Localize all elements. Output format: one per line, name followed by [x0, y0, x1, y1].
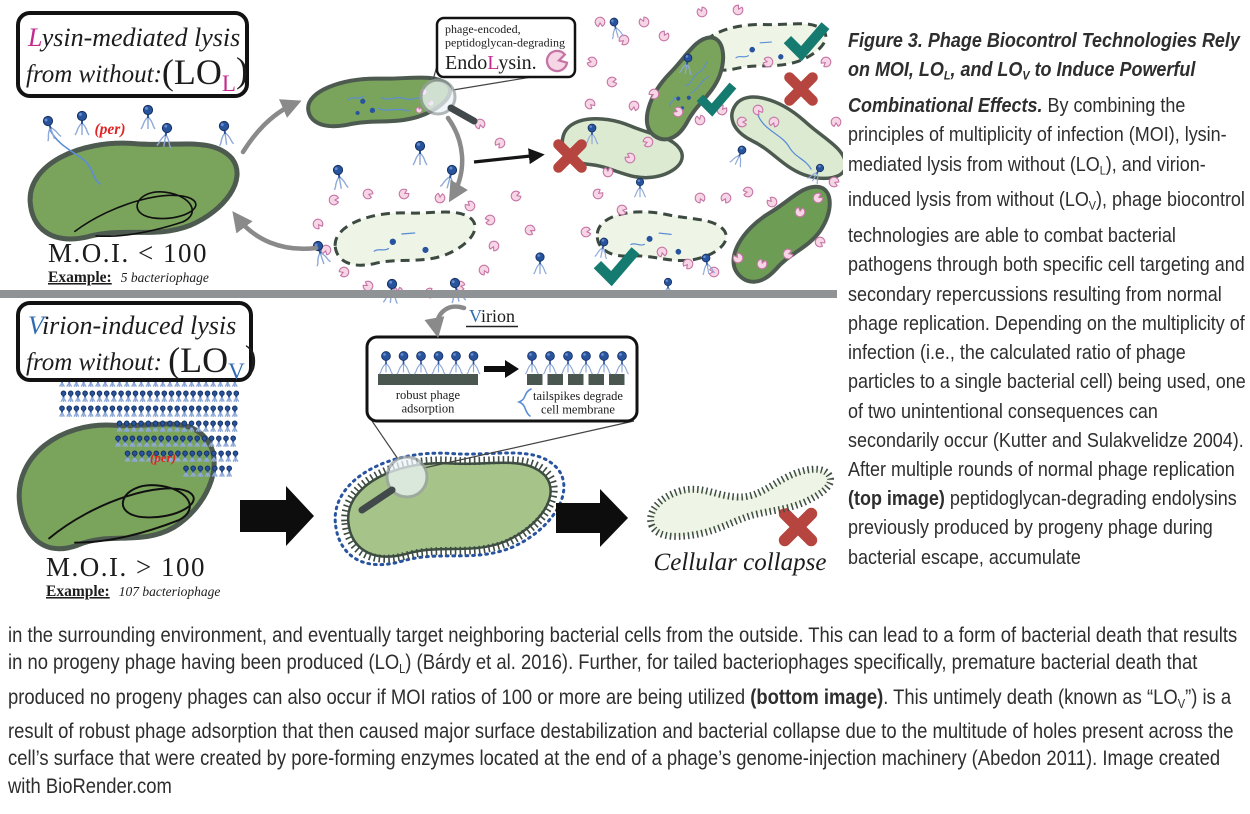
green-cell: [27, 140, 240, 242]
tailspike-squiggle: [516, 388, 532, 417]
svg-text:Virion-induced lysis: Virion-induced lysis: [28, 311, 236, 340]
per-label-bottom: (per): [150, 450, 176, 465]
green-cell: [306, 75, 452, 129]
figure-caption-bottom: in the surrounding environment, and even…: [8, 624, 1238, 798]
per-label-top: (per): [95, 121, 126, 138]
moi-top-labels: M.O.I. < 100 Example:5 bacteriophage: [48, 238, 209, 286]
lol-title-box: Lysin-mediated lysis from without:(LOL): [16, 11, 249, 98]
svg-text:tailspikes degrade: tailspikes degrade: [533, 389, 623, 403]
diagram-canvas: (per) Lysin-mediated lysis from without:…: [0, 3, 843, 600]
moi-bottom-labels: M.O.I. > 100 Example:107 bacteriophage: [46, 552, 220, 600]
pale-cell: [730, 95, 843, 181]
cross-icon: [785, 514, 811, 540]
figure-caption-side: Figure 3. Phage Biocontrol Technologies …: [848, 29, 1246, 569]
lysed-cell: [595, 210, 728, 262]
svg-text:phage-encoded,: phage-encoded,: [445, 22, 521, 36]
svg-text:peptidoglycan-degrading: peptidoglycan-degrading: [445, 36, 565, 50]
virion-inset: Virion robust phage adsorption tailspike…: [365, 304, 639, 469]
injected-dna-strand: [49, 129, 101, 185]
svg-text:cell membrane: cell membrane: [541, 403, 615, 417]
lysed-cell: [333, 210, 477, 267]
svg-text:M.O.I. > 100: M.O.I. > 100: [46, 552, 206, 582]
cross-icon: [789, 77, 812, 100]
fringe-magnifier: [358, 455, 429, 514]
panel-divider: [0, 290, 837, 298]
green-cell: [16, 421, 217, 552]
svg-text:Lysin-mediated lysis: Lysin-mediated lysis: [27, 23, 240, 52]
block-arrow-1: [240, 486, 314, 546]
svg-text:Example:5 bacteriophage: Example:5 bacteriophage: [48, 269, 209, 286]
svg-text:Example:107 bacteriophage: Example:107 bacteriophage: [46, 583, 220, 600]
svg-text:robust phage: robust phage: [396, 388, 461, 402]
greendark-cell: [731, 184, 832, 284]
block-arrow-2: [556, 489, 628, 547]
green-cell: [644, 35, 726, 142]
arrow-to-dead-cell: [473, 148, 545, 165]
lysed-cell: [698, 22, 828, 72]
svg-text:adsorption: adsorption: [402, 402, 456, 416]
svg-text:from without: (LOV): from without: (LOV): [26, 338, 257, 384]
endolysin-callout-box: phage-encoded, peptidoglycan-degrading E…: [435, 16, 577, 79]
lov-title-box: Virion-induced lysis from without: (LOV): [16, 301, 257, 384]
virion-label: Virion: [469, 306, 515, 326]
collapsed-cell: [647, 465, 834, 540]
lol-cycle-arrows: [232, 99, 468, 251]
svg-text:M.O.I. < 100: M.O.I. < 100: [48, 238, 208, 268]
svg-text:from without:(LOL): from without:(LOL): [26, 50, 248, 96]
svg-text:EndoLysin.: EndoLysin.: [445, 52, 537, 74]
cellular-collapse-label: Cellular collapse: [654, 549, 827, 576]
